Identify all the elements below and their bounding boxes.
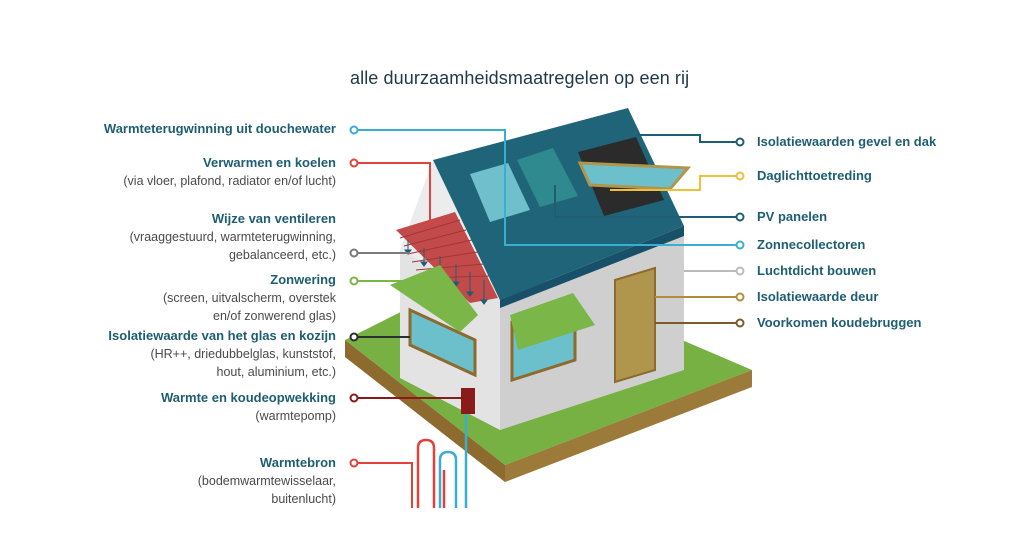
label-main: Warmtebron — [259, 455, 336, 470]
label-main: Isolatiewaarde van het glas en kozijn — [108, 328, 336, 343]
label-warmteterugwinning: Warmteterugwinning uit douchewater — [104, 120, 336, 138]
label-isolatie-deur: Isolatiewaarde deur — [757, 288, 878, 306]
label-sub: (via vloer, plafond, radiator en/of luch… — [123, 174, 336, 188]
label-warmtebron: Warmtebron (bodemwarmtewisselaar, buiten… — [198, 454, 336, 508]
left-window — [408, 307, 477, 378]
label-main: Zonwering — [270, 272, 336, 287]
ground-soil-right — [505, 370, 752, 482]
label-isolatie-glas: Isolatiewaarde van het glas en kozijn (H… — [108, 327, 336, 381]
label-main: Verwarmen en koelen — [203, 155, 336, 170]
label-verwarmen-koelen: Verwarmen en koelen (via vloer, plafond,… — [123, 154, 336, 190]
label-main: Wijze van ventileren — [211, 211, 336, 226]
label-zonnecollectoren: Zonnecollectoren — [757, 236, 865, 254]
label-luchtdicht: Luchtdicht bouwen — [757, 262, 876, 280]
label-main: Daglichttoetreding — [757, 168, 872, 183]
label-sub: hout, aluminium, etc.) — [216, 365, 337, 379]
label-sub: gebalanceerd, etc.) — [228, 248, 336, 262]
label-main: Voorkomen koudebruggen — [757, 315, 922, 330]
label-main: Isolatiewaarde deur — [757, 289, 879, 304]
diagram-title: alle duurzaamheidsmaatregelen op een rij — [350, 68, 690, 88]
heat-pump-unit — [461, 388, 475, 414]
label-daglicht: Daglichttoetreding — [757, 167, 872, 185]
label-sub: buitenlucht) — [271, 492, 336, 506]
label-main: Zonnecollectoren — [757, 237, 866, 252]
label-sub: en/of zonwerend glas) — [213, 309, 336, 323]
label-sub: (HR++, driedubbelglas, kunststof, — [150, 347, 336, 361]
label-pv-panelen: PV panelen — [757, 208, 827, 226]
skylight-glass — [577, 161, 692, 191]
solar-collector — [470, 163, 530, 222]
label-main: Isolatiewaarden gevel en dak — [757, 134, 937, 149]
label-sub: (warmtepomp) — [255, 409, 336, 423]
roof-tiles — [396, 212, 498, 303]
label-ventileren: Wijze van ventileren (vraaggestuurd, war… — [130, 210, 336, 264]
label-main: PV panelen — [757, 209, 828, 224]
label-main: Warmte en koudeopwekking — [160, 390, 336, 405]
label-warmte-koudeopwekking: Warmte en koudeopwekking (warmtepomp) — [161, 389, 336, 425]
label-isolatie-gevel-dak: Isolatiewaarden gevel en dak — [757, 133, 936, 151]
label-zonwering: Zonwering (screen, uitvalscherm, overste… — [163, 271, 336, 325]
roof-edge — [500, 226, 684, 308]
label-sub: (screen, uitvalscherm, overstek — [163, 291, 336, 305]
label-main: Luchtdicht bouwen — [757, 263, 877, 278]
label-koudebruggen: Voorkomen koudebruggen — [757, 314, 921, 332]
pv-panel — [517, 148, 578, 207]
label-main: Warmteterugwinning uit douchewater — [103, 121, 336, 136]
front-door — [614, 266, 656, 384]
label-sub: (bodemwarmtewisselaar, — [197, 474, 336, 488]
label-sub: (vraaggestuurd, warmteterugwinning, — [129, 230, 336, 244]
front-awning — [510, 293, 595, 350]
